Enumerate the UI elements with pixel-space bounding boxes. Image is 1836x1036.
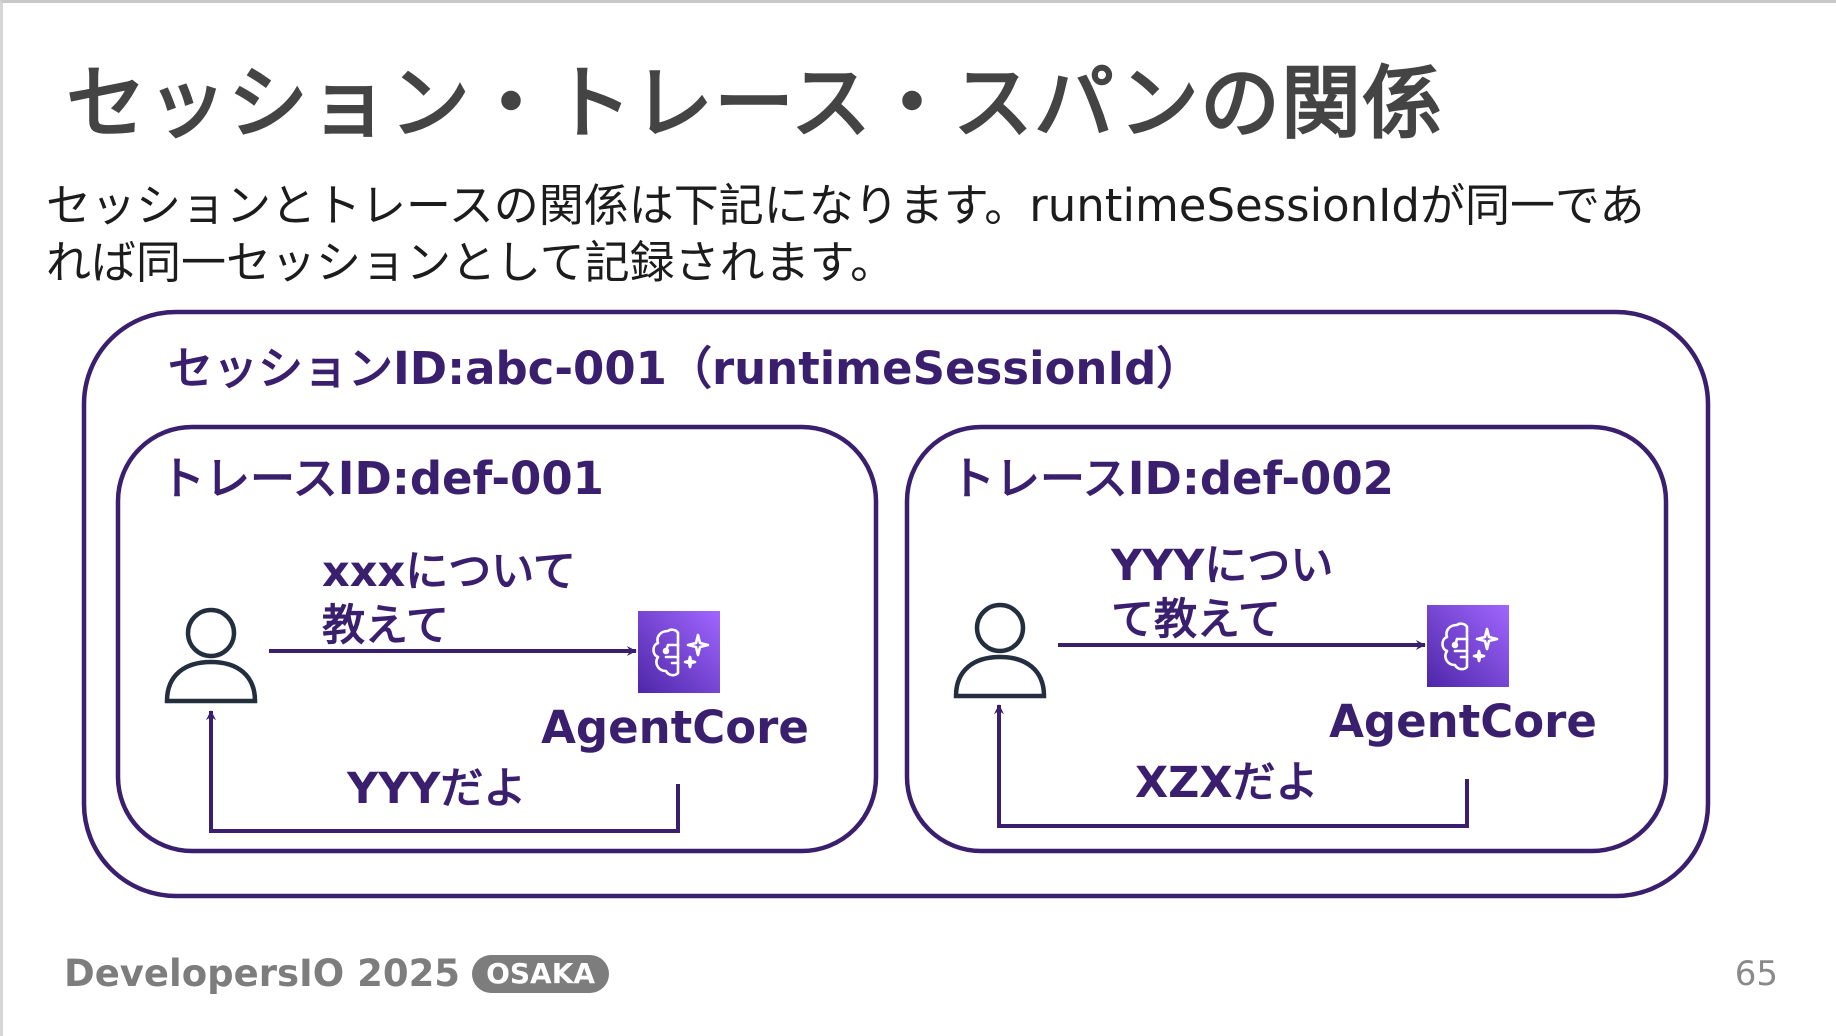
page-number: 65	[1734, 954, 1778, 994]
trace-box-1	[115, 424, 879, 854]
service-label-2: AgentCore	[1329, 695, 1597, 748]
request-label-2-line-1: YYYについ	[1110, 541, 1333, 591]
trace-group-1: トレースID:def-001 xxxについて 教えて AgentCore YYY…	[115, 424, 879, 854]
slide-description: セッションとトレースの関係は下記になります。runtimeSessionIdが同…	[46, 178, 1776, 291]
session-box	[81, 309, 1711, 899]
trace-box-2	[904, 424, 1669, 854]
agentcore-icon	[636, 609, 722, 695]
request-label-2-line-2: て教えて	[1111, 595, 1281, 645]
agentcore-icon	[1425, 603, 1511, 689]
brand-name: DevelopersIO 2025	[64, 952, 461, 995]
response-label-1: YYYだよ	[346, 764, 526, 814]
description-line-1: セッションとトレースの関係は下記になります。runtimeSessionIdが同…	[46, 179, 1645, 232]
response-label-2: XZXだよ	[1135, 758, 1319, 808]
footer-brand: DevelopersIO 2025 OSAKA	[64, 952, 610, 995]
slide-title: セッション・トレース・スパンの関係	[66, 57, 1443, 150]
request-label-1-line-1: xxxについて	[322, 547, 576, 597]
user-icon	[167, 610, 255, 701]
response-arrow-1	[206, 710, 680, 833]
trace-label-1: トレースID:def-001	[160, 452, 604, 505]
response-arrow-2	[994, 704, 1469, 828]
description-line-2: れば同一セッションとして記録されます。	[46, 235, 896, 289]
trace-label-2: トレースID:def-002	[950, 452, 1394, 505]
brand-badge: OSAKA	[472, 954, 610, 993]
request-label-1-line-2: 教えて	[322, 601, 449, 651]
session-label: セッションID:abc-001（runtimeSessionId）	[168, 342, 1201, 395]
trace-group-2: トレースID:def-002 YYYについ て教えて AgentCore XZX…	[904, 424, 1669, 854]
service-label-1: AgentCore	[541, 701, 809, 754]
user-icon	[956, 605, 1044, 696]
